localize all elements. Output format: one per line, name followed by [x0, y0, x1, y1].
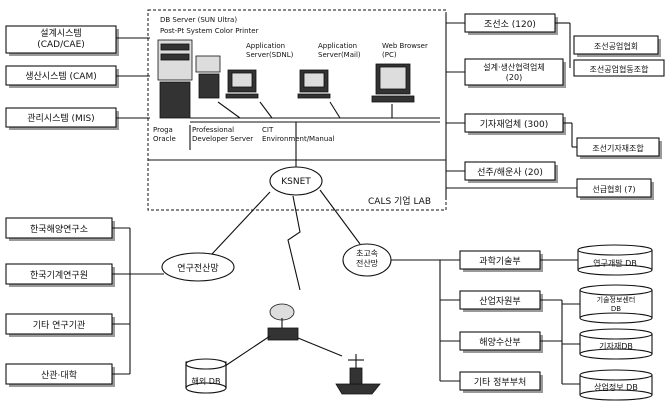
side-box-equipment-union: 조선기자재조합	[577, 138, 662, 159]
left-org-academia: 산관·대학	[6, 364, 115, 387]
db-equipment: 기자재DB	[580, 329, 652, 359]
side-box-shipbuilding-assoc: 조선공업협회	[574, 36, 661, 57]
left-org-other: 기타 연구기관	[6, 314, 115, 337]
left-system-cam: 생산시스템 (CAM)	[6, 66, 119, 88]
gov-box-science: 과학기술부	[460, 251, 543, 272]
left-org-other-label: 기타 연구기관	[33, 320, 86, 331]
side-box-shipbuilding-assoc-label: 조선공업협회	[594, 41, 638, 51]
web-browser-pc-icon	[372, 64, 414, 102]
gov-box-maritime: 해양수산부	[460, 332, 543, 353]
side-box-cooperative-label: 조선공업협동조합	[590, 64, 650, 74]
gov-box-industry-label: 산업자원부	[479, 296, 520, 307]
gov-box-other-label: 기타 정부부처	[474, 376, 527, 388]
db-research-label: 연구개발 DB	[593, 258, 637, 268]
db-commerce-label: 상업정보 DB	[594, 382, 638, 392]
satellite-dish-icon	[268, 304, 298, 340]
gov-box-science-label: 과학기술부	[479, 256, 520, 267]
side-box-class-society-label: 선급협회 (7)	[592, 184, 635, 194]
server-header-2: Post-Pt System Color Printer	[160, 27, 259, 35]
web-browser-label: Web Browser(PC)	[382, 42, 428, 59]
ksnet-label: KSNET	[281, 177, 311, 187]
right-box-equipment: 기자재업체 (300)	[465, 114, 566, 135]
side-box-cooperative: 조선공업협동조합	[574, 60, 664, 76]
db-research: 연구개발 DB	[578, 245, 652, 275]
gov-box-other: 기타 정부부처	[460, 372, 543, 393]
left-org-machinery-label: 한국기계연구원	[30, 269, 88, 281]
left-org-academia-label: 산관·대학	[41, 370, 77, 381]
side-box-equipment-union-label: 조선기자재조합	[592, 144, 644, 153]
gov-box-industry: 산업자원부	[460, 291, 543, 312]
db-equipment-label: 기자재DB	[599, 342, 633, 351]
server-header-1: DB Server (SUN Ultra)	[160, 16, 237, 24]
left-system-cad-label: 설계시스템(CAD/CAE)	[37, 27, 85, 50]
right-box-owners-label: 선주/해운사 (20)	[477, 167, 543, 178]
side-box-class-society: 선급협회 (7)	[577, 179, 654, 200]
left-org-ocean: 한국해양연구소	[6, 218, 115, 241]
ocean-db-label: 해외 DB	[192, 376, 221, 386]
db-server-icon	[158, 40, 192, 118]
research-network-label: 연구전산망	[177, 263, 218, 274]
right-box-shipyard: 조선소 (120)	[465, 14, 558, 35]
left-system-mis-label: 관리시스템 (MIS)	[27, 112, 94, 124]
left-org-ocean-label: 한국해양연구소	[30, 224, 88, 235]
right-box-shipyard-label: 조선소 (120)	[484, 19, 536, 30]
cals-lab-label: CALS 기업 LAB	[368, 196, 431, 207]
left-system-cad: 설계시스템(CAD/CAE)	[6, 26, 119, 56]
app-server-1-icon	[226, 70, 258, 98]
ship-icon	[336, 354, 380, 394]
ocean-db: 해외 DB	[186, 359, 226, 393]
gov-box-maritime-label: 해양수산부	[479, 337, 520, 348]
db-commerce: 상업정보 DB	[580, 370, 652, 400]
left-system-mis: 관리시스템 (MIS)	[6, 108, 119, 130]
printer-icon	[196, 56, 220, 98]
right-box-owners: 선주/해운사 (20)	[465, 162, 558, 183]
right-box-partners: 설계·생산협력업체(20)	[465, 59, 566, 88]
right-box-equipment-label: 기자재업체 (300)	[480, 119, 548, 130]
app-server-2-icon	[298, 70, 330, 98]
left-system-cam-label: 생산시스템 (CAM)	[25, 70, 97, 82]
left-org-machinery: 한국기계연구원	[6, 264, 115, 287]
